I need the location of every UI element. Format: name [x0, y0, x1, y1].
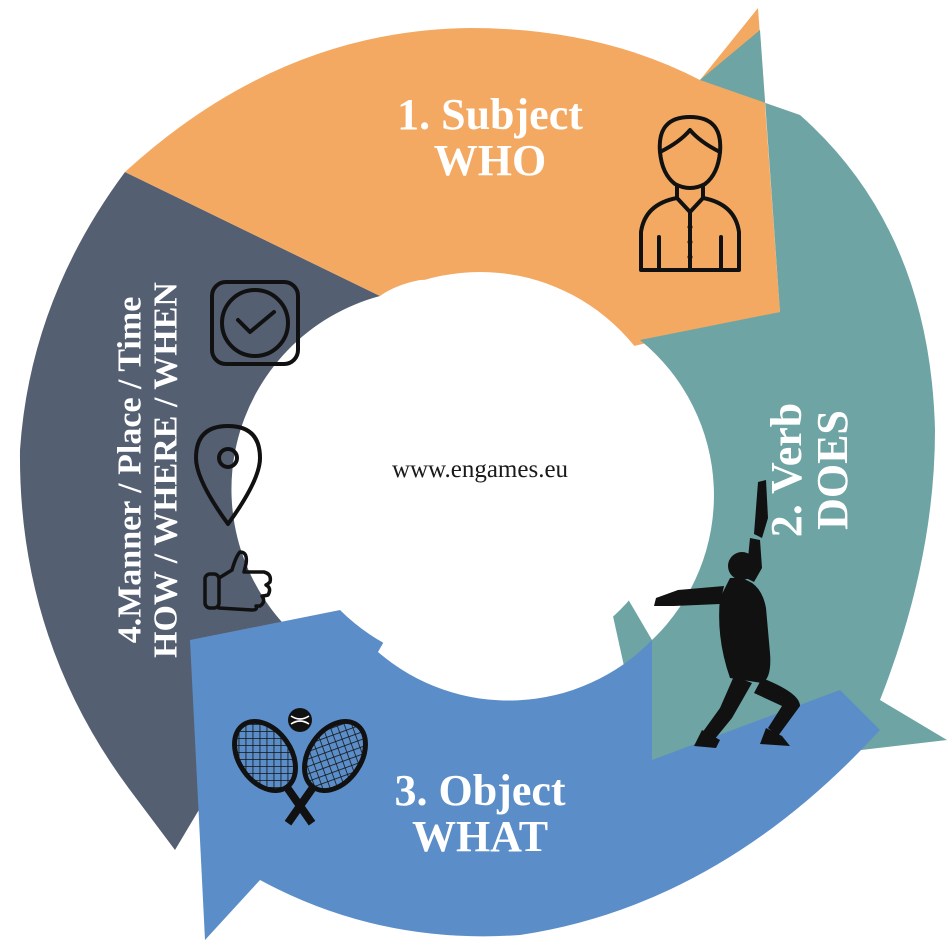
segment-object — [190, 596, 880, 940]
subject-label: 1. Subject WHO — [340, 90, 640, 186]
location-pin-icon — [194, 424, 262, 526]
adverbial-label: 4.Manner / Place / Time HOW / WHERE / WH… — [111, 282, 184, 658]
subject-title: 1. Subject — [397, 90, 583, 139]
thumbs-up-icon — [203, 550, 273, 612]
subject-question: WHO — [433, 136, 547, 186]
object-label: 3. Object WHAT — [330, 766, 630, 862]
segment-subject — [125, 8, 780, 366]
segment-verb — [598, 30, 947, 775]
object-title: 3. Object — [394, 766, 566, 815]
verb-question: DOES — [808, 410, 857, 530]
adverbial-question: HOW / WHERE / WHEN — [147, 282, 184, 658]
clock-icon — [210, 280, 300, 366]
adverbial-title: 4.Manner / Place / Time — [111, 296, 149, 644]
center-url-text: www.engames.eu — [391, 456, 569, 483]
tennis-player-icon — [654, 480, 800, 748]
tennis-rackets-icon — [232, 708, 368, 826]
object-question: WHAT — [411, 812, 549, 862]
person-icon — [639, 115, 741, 272]
center-circle — [282, 272, 678, 668]
segment-adverbial — [19, 172, 381, 850]
